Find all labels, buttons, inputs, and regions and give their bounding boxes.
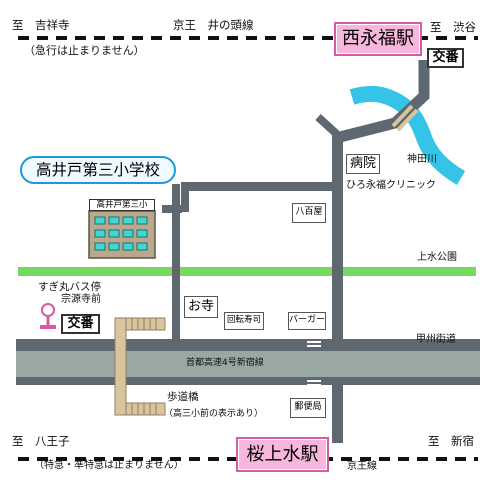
police-box-bus: 交番 (61, 314, 100, 334)
school-label: 高井戸第三小学校 (35, 161, 160, 179)
park-label: 上水公園 (417, 252, 457, 263)
yaoya-label-box: 八百屋 (292, 203, 326, 223)
police-box-top-label: 交番 (432, 50, 459, 65)
main-road-vertical (332, 134, 343, 443)
upper-cross-road (181, 182, 333, 191)
hospital-label-box: 病院 (346, 154, 380, 174)
top-left-note: （急行は止まりません） (24, 44, 145, 57)
burger-label: バーガー (289, 315, 326, 325)
temple-label-box: お寺 (184, 296, 218, 318)
top-left-direction: 至 吉祥寺 (12, 18, 70, 32)
footbridge-note-label: （高三小前の表示あり） (164, 409, 264, 419)
yaoya-label: 八百屋 (295, 207, 323, 217)
crosswalk-south (307, 380, 321, 390)
sakurajosui-station-label: 桜上水駅 (246, 444, 319, 465)
bus-stop-label: すぎ丸バス停 (38, 281, 101, 293)
bridge-over-river (391, 104, 414, 128)
footbridge-top-steps (125, 317, 166, 331)
police-box-bus-label: 交番 (67, 316, 94, 331)
upper-cross-road-drop (181, 182, 189, 212)
koshu-kaido-road (16, 339, 480, 351)
expressway-label: 首都高速4号新宿線 (186, 358, 264, 368)
temple-label: お寺 (187, 299, 214, 314)
top-right-direction: 至 渋谷 (430, 20, 476, 34)
post-office-label-box: 郵便局 (290, 398, 326, 418)
hospital-label: 病院 (349, 156, 376, 171)
bottom-left-direction: 至 八王子 (12, 434, 70, 448)
josui-park-strip (18, 267, 476, 276)
footbridge-west-vertical (114, 317, 127, 416)
kanda-river (349, 85, 466, 185)
bottom-line-name: 京王線 (347, 461, 377, 472)
post-office-label: 郵便局 (294, 402, 322, 412)
police-box-top: 交番 (427, 48, 464, 68)
bottom-right-direction: 至 新宿 (428, 434, 474, 448)
south-road-below-expressway (16, 377, 480, 385)
footbridge-step-lines (131, 318, 157, 415)
metropolitan-expressway (16, 351, 480, 377)
top-line-name: 京王 井の頭線 (173, 18, 254, 32)
sushi-label-box: 回転寿司 (224, 312, 264, 330)
school-building-label-text: 高井戸第三小 (96, 200, 148, 210)
footbridge-bottom-steps (125, 402, 166, 416)
school-building-icon (88, 210, 156, 259)
takaido-third-elementary-school-label: 高井戸第三小学校 (20, 156, 176, 184)
bridge-over-river-edge (396, 108, 419, 132)
crosswalk-north (307, 333, 321, 347)
bottom-left-note: （特急・準特急は止まりません） (34, 460, 184, 471)
nishi-eifuku-station-label: 西永福駅 (342, 28, 414, 49)
river-label: 神田川 (407, 154, 437, 165)
school-building-label: 高井戸第三小 (89, 199, 155, 211)
bus-stop-sub-label: 宗源寺前 (61, 294, 101, 305)
footbridge-label: 歩道橋 (167, 391, 199, 403)
sushi-label: 回転寿司 (226, 315, 261, 325)
sakurajosui-station: 桜上水駅 (236, 437, 329, 472)
bus-stop-icon (40, 303, 56, 329)
clinic-label: ひろ永福クリニック (346, 180, 436, 191)
school-side-road (162, 205, 182, 213)
nishi-eifuku-station: 西永福駅 (334, 22, 422, 56)
school-road-vertical (172, 184, 180, 342)
koshu-kaido-label: 甲州街道 (416, 334, 456, 345)
burger-label-box: バーガー (288, 312, 326, 330)
northwest-branch-road (315, 114, 343, 140)
